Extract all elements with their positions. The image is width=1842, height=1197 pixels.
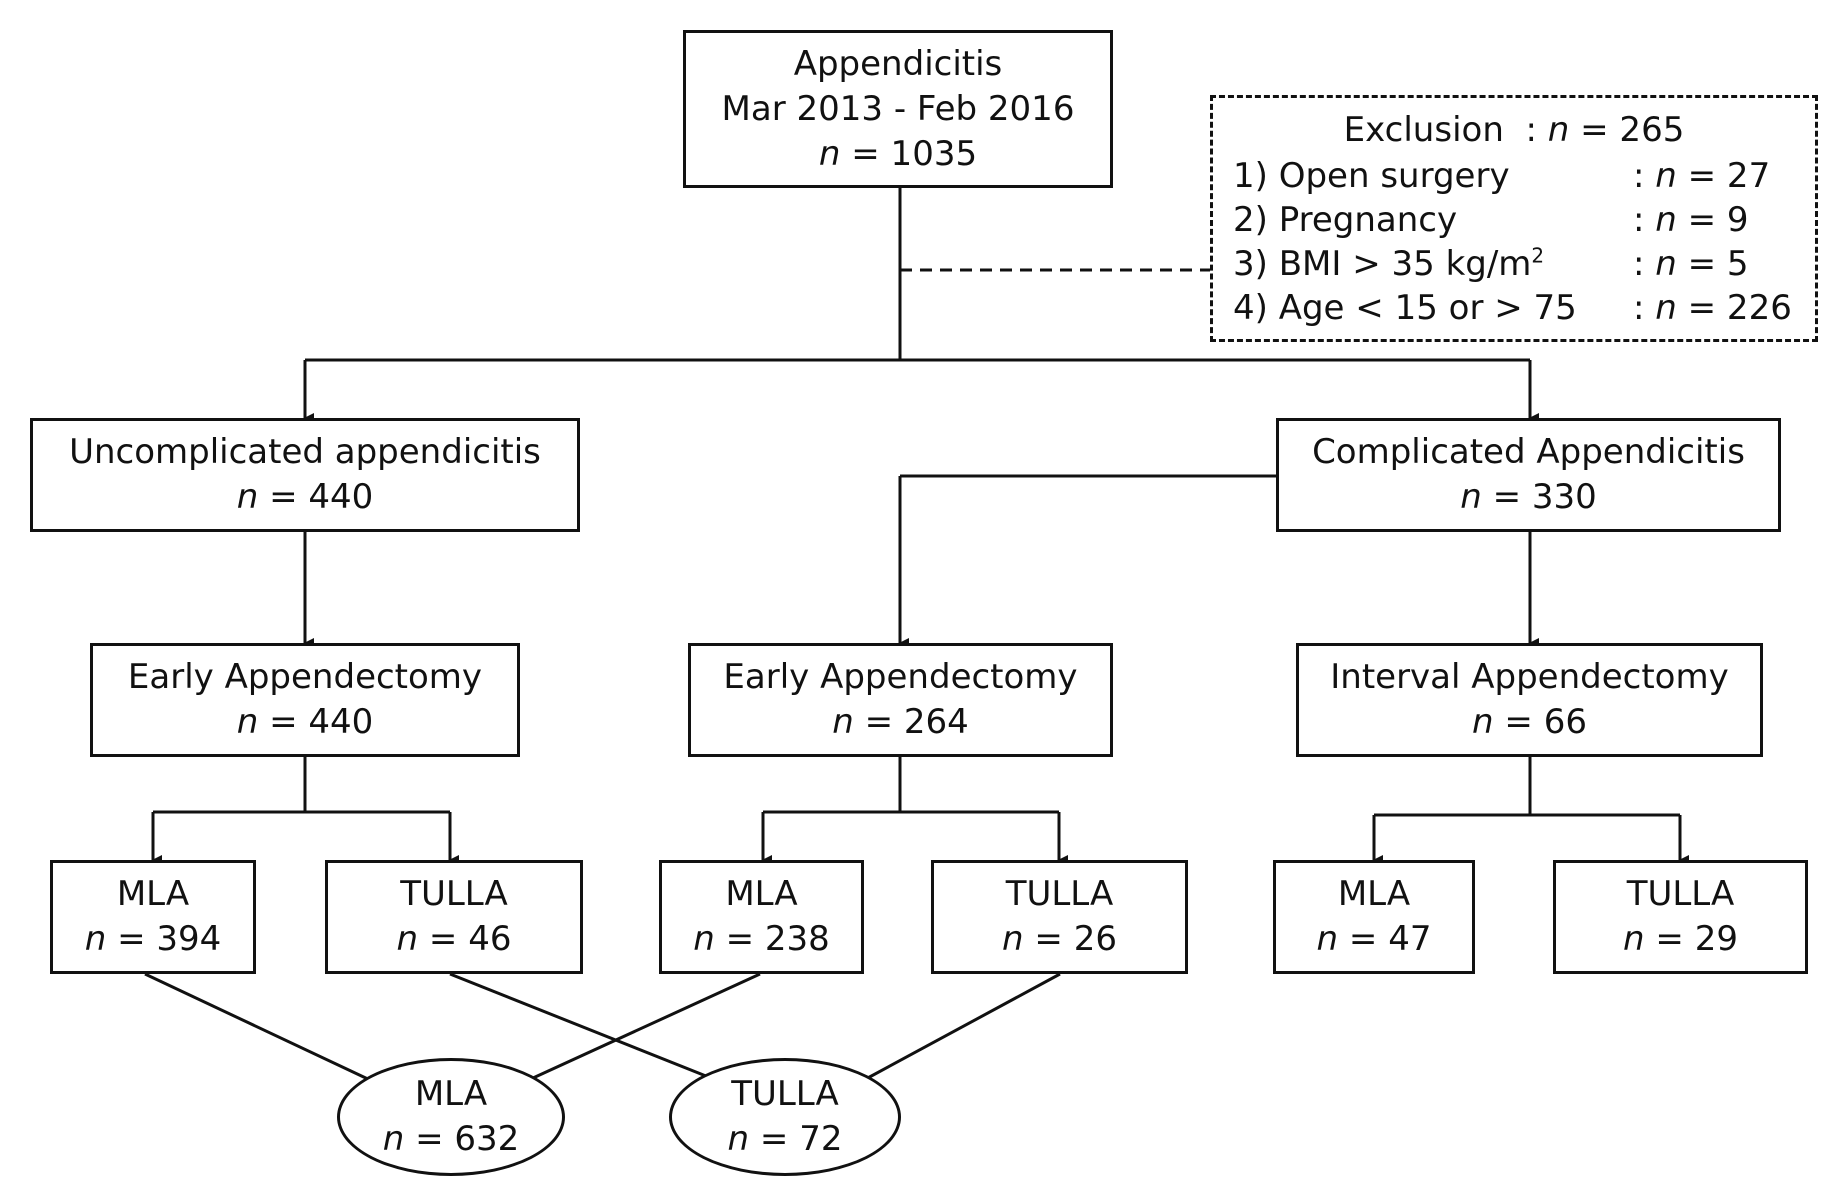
early-appendectomy-complicated-box: Early Appendectomy n = 264: [688, 643, 1113, 757]
exclusion-box: Exclusion : n = 265 1) Open surgery : n …: [1210, 95, 1818, 342]
leaf-count: n = 238: [693, 919, 830, 959]
complicated-count: n = 330: [1460, 477, 1597, 517]
leaf-count: n = 46: [396, 919, 512, 959]
interval-appendectomy-count: n = 66: [1472, 702, 1587, 742]
leaf-count: n = 29: [1623, 919, 1738, 959]
mla-total-ellipse: MLA n = 632: [337, 1058, 565, 1176]
leaf-title: MLA: [1337, 874, 1411, 914]
tulla-complicated-early-box: TULLA n = 26: [931, 860, 1188, 974]
exclusion-item: 4) Age < 15 or > 75 : n = 226: [1233, 288, 1792, 328]
total-count: n = 72: [727, 1119, 843, 1159]
tulla-interval-box: TULLA n = 29: [1553, 860, 1808, 974]
uncomplicated-title: Uncomplicated appendicitis: [69, 432, 541, 472]
early-appendectomy-count: n = 264: [832, 702, 969, 742]
mla-complicated-early-box: MLA n = 238: [659, 860, 864, 974]
complicated-title: Complicated Appendicitis: [1312, 432, 1745, 472]
mla-uncomplicated-box: MLA n = 394: [50, 860, 256, 974]
leaf-title: MLA: [725, 874, 798, 914]
leaf-title: MLA: [116, 874, 190, 914]
complicated-box: Complicated Appendicitis n = 330: [1276, 418, 1781, 532]
appendicitis-box: Appendicitis Mar 2013 - Feb 2016 n = 103…: [683, 30, 1113, 188]
interval-appendectomy-box: Interval Appendectomy n = 66: [1296, 643, 1763, 757]
early-appendectomy-uncomplicated-box: Early Appendectomy n = 440: [90, 643, 520, 757]
leaf-title: TULLA: [400, 874, 508, 914]
tulla-total-ellipse: TULLA n = 72: [669, 1058, 901, 1176]
tulla-uncomplicated-box: TULLA n = 46: [325, 860, 583, 974]
appendicitis-count: n = 1035: [818, 133, 978, 174]
mla-interval-box: MLA n = 47: [1273, 860, 1475, 974]
total-title: TULLA: [731, 1074, 839, 1114]
uncomplicated-count: n = 440: [236, 477, 374, 517]
uncomplicated-box: Uncomplicated appendicitis n = 440: [30, 418, 580, 532]
interval-appendectomy-title: Interval Appendectomy: [1330, 657, 1729, 697]
early-appendectomy-title: Early Appendectomy: [723, 657, 1078, 697]
leaf-count: n = 47: [1316, 919, 1432, 959]
leaf-title: TULLA: [1626, 874, 1735, 914]
exclusion-item: 1) Open surgery : n = 27: [1233, 156, 1771, 196]
appendicitis-title: Appendicitis: [793, 43, 1003, 84]
appendicitis-period: Mar 2013 - Feb 2016: [721, 88, 1075, 129]
leaf-title: TULLA: [1005, 874, 1114, 914]
leaf-count: n = 394: [84, 919, 222, 959]
exclusion-title: Exclusion : n = 265: [1343, 110, 1685, 150]
exclusion-item: 3) BMI > 35 kg/m2 : n = 5: [1233, 243, 1749, 284]
early-appendectomy-count: n = 440: [236, 702, 374, 742]
total-title: MLA: [414, 1074, 488, 1114]
leaf-count: n = 26: [1002, 919, 1117, 959]
early-appendectomy-title: Early Appendectomy: [127, 657, 483, 697]
exclusion-item: 2) Pregnancy : n = 9: [1233, 200, 1749, 240]
total-count: n = 632: [382, 1119, 520, 1159]
